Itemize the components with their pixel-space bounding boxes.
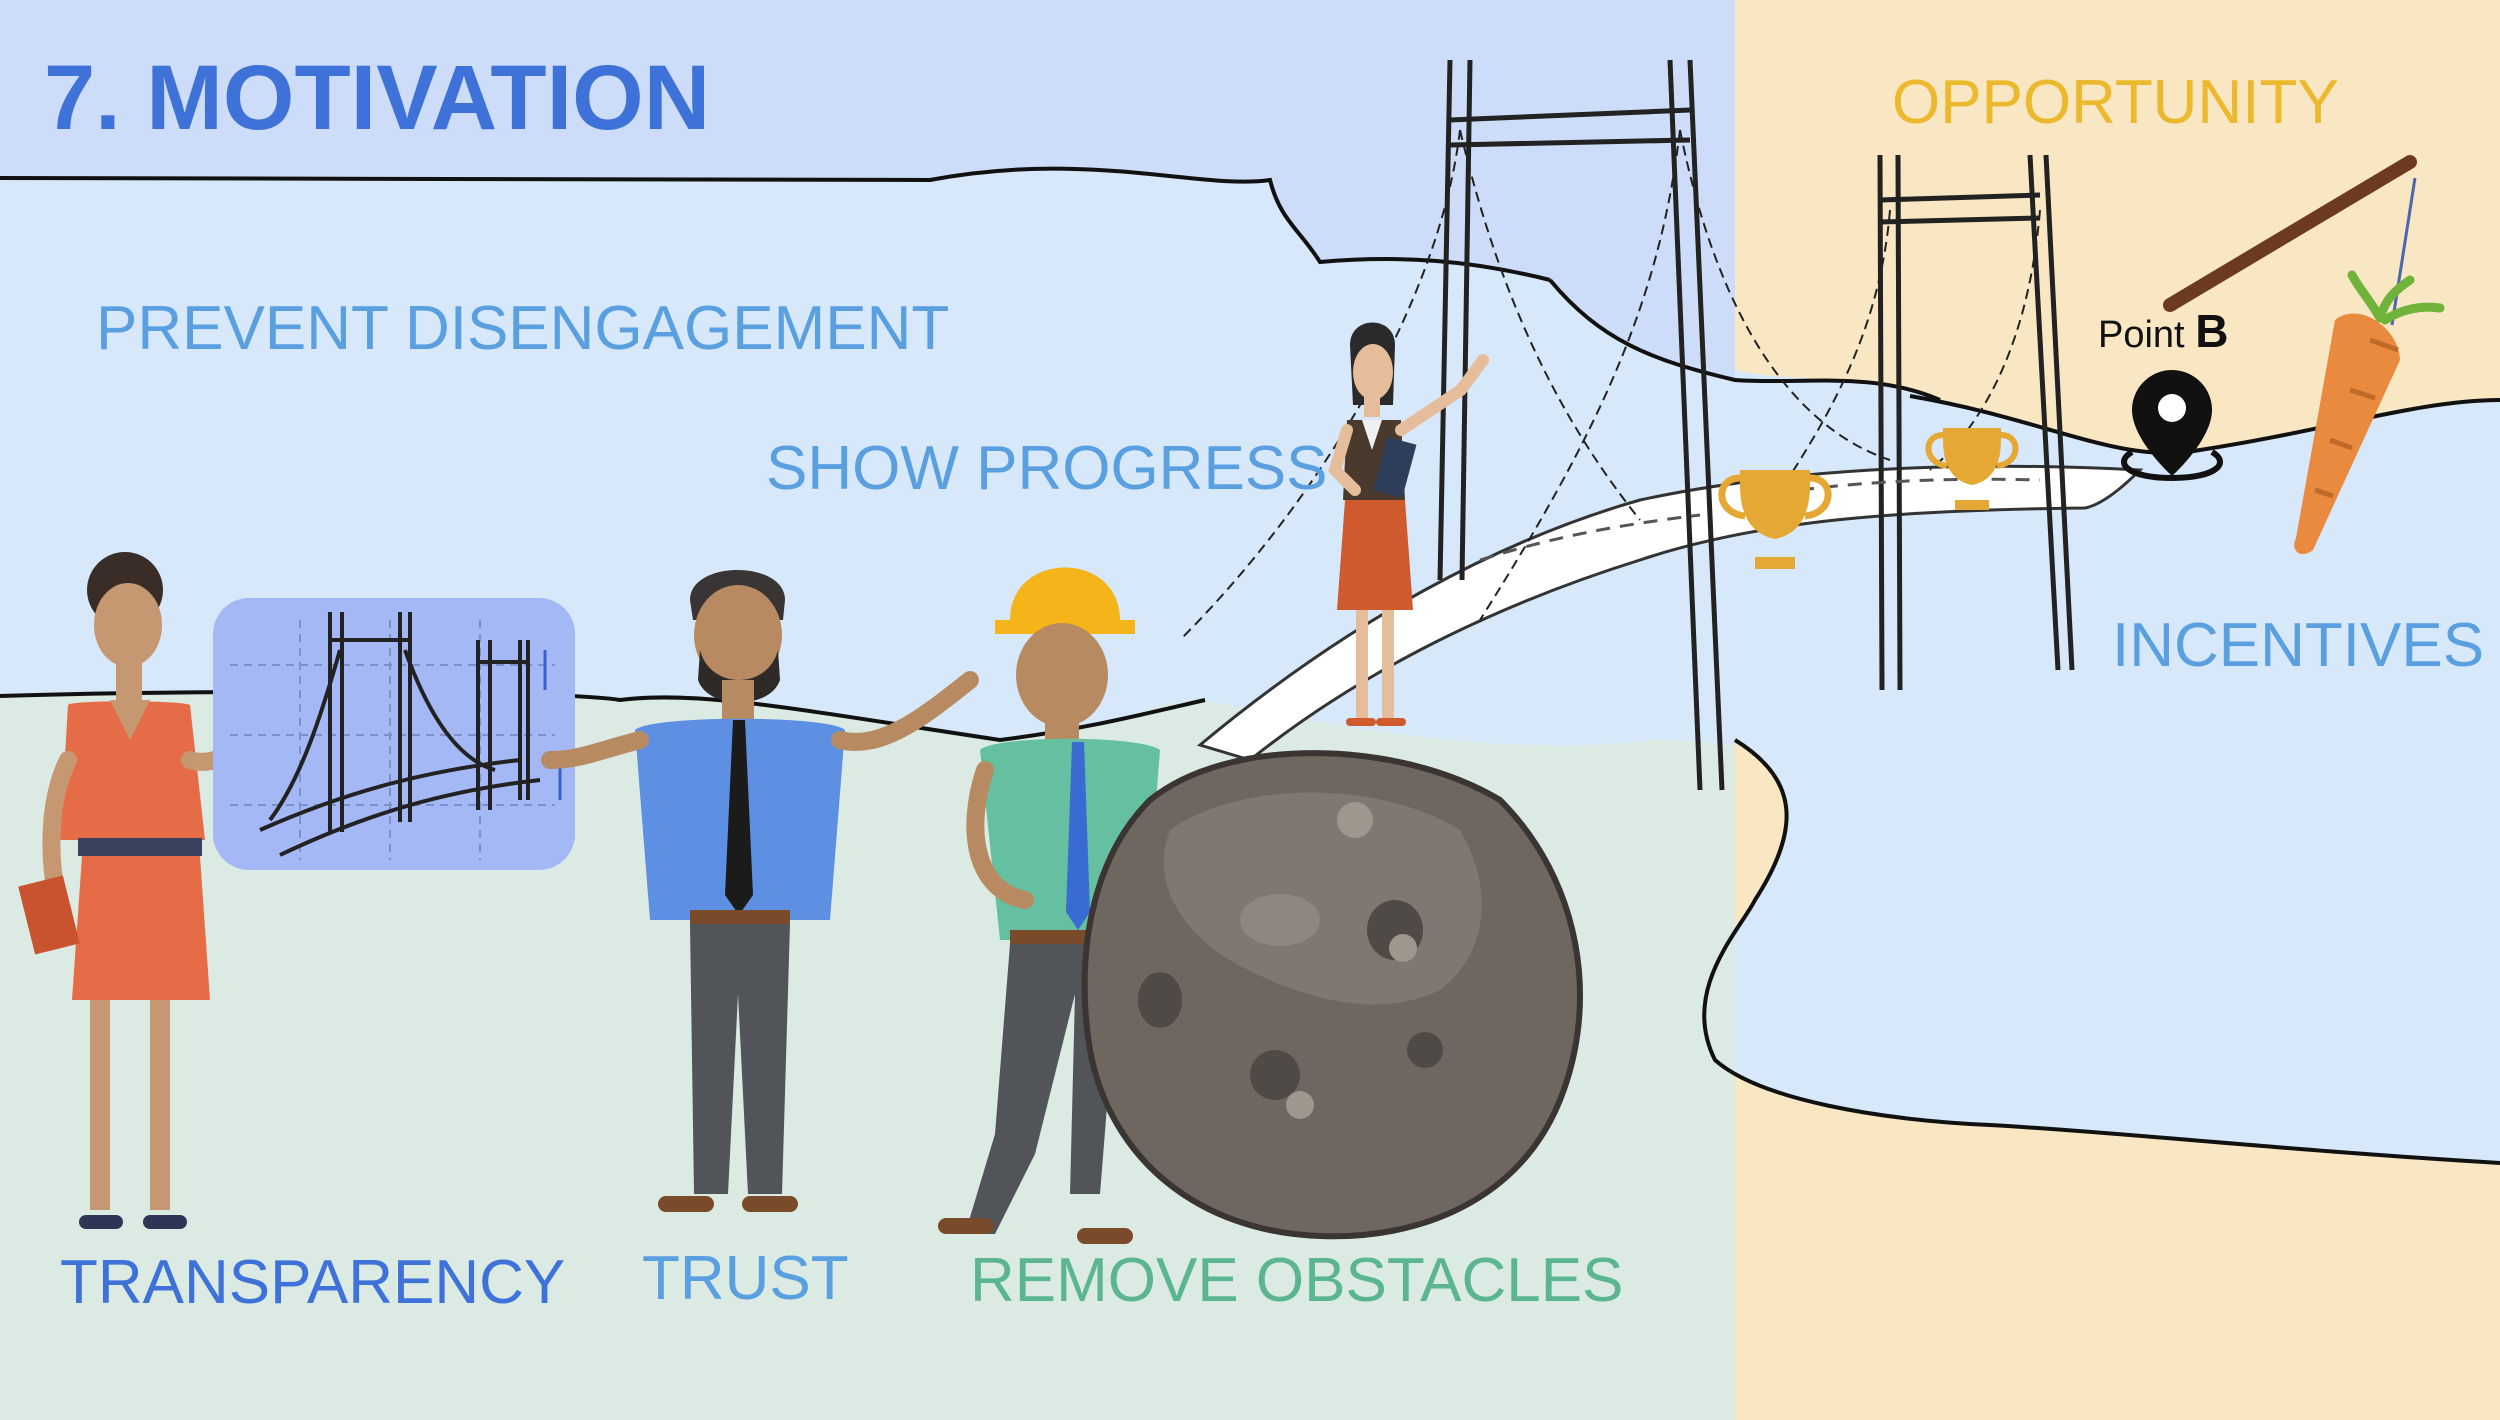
folder-icon <box>18 875 80 955</box>
label-remove-obstacles: REMOVE OBSTACLES <box>970 1246 1624 1315</box>
trophy-icon <box>1718 470 1832 569</box>
label-transparency: TRANSPARENCY <box>60 1248 566 1317</box>
label-trust: TRUST <box>642 1244 849 1313</box>
trophy-icon <box>1925 428 2019 510</box>
label-incentives: INCENTIVES <box>2112 611 2485 680</box>
presenter-woman <box>1328 322 1489 726</box>
man-trust <box>541 570 979 1212</box>
carrot-icon <box>2294 270 2445 555</box>
boulder-icon <box>1081 750 1583 1240</box>
location-pin-icon <box>2121 370 2223 482</box>
label-opportunity: OPPORTUNITY <box>1892 68 2339 137</box>
page-title: 7. MOTIVATION <box>44 47 711 149</box>
man-obstacles <box>938 567 1160 1244</box>
hard-hat-icon <box>995 567 1135 634</box>
label-prevent-disengagement: PREVENT DISENGAGEMENT <box>96 294 950 363</box>
destination-letter: B <box>2195 305 2229 357</box>
clipboard-icon <box>1373 437 1417 498</box>
stick-icon <box>2163 155 2417 312</box>
destination-label: Point B <box>2098 304 2228 358</box>
woman-transparency <box>18 552 284 1229</box>
label-show-progress: SHOW PROGRESS <box>766 434 1328 503</box>
chart-icon <box>213 598 575 870</box>
destination-prefix: Point <box>2098 314 2185 356</box>
